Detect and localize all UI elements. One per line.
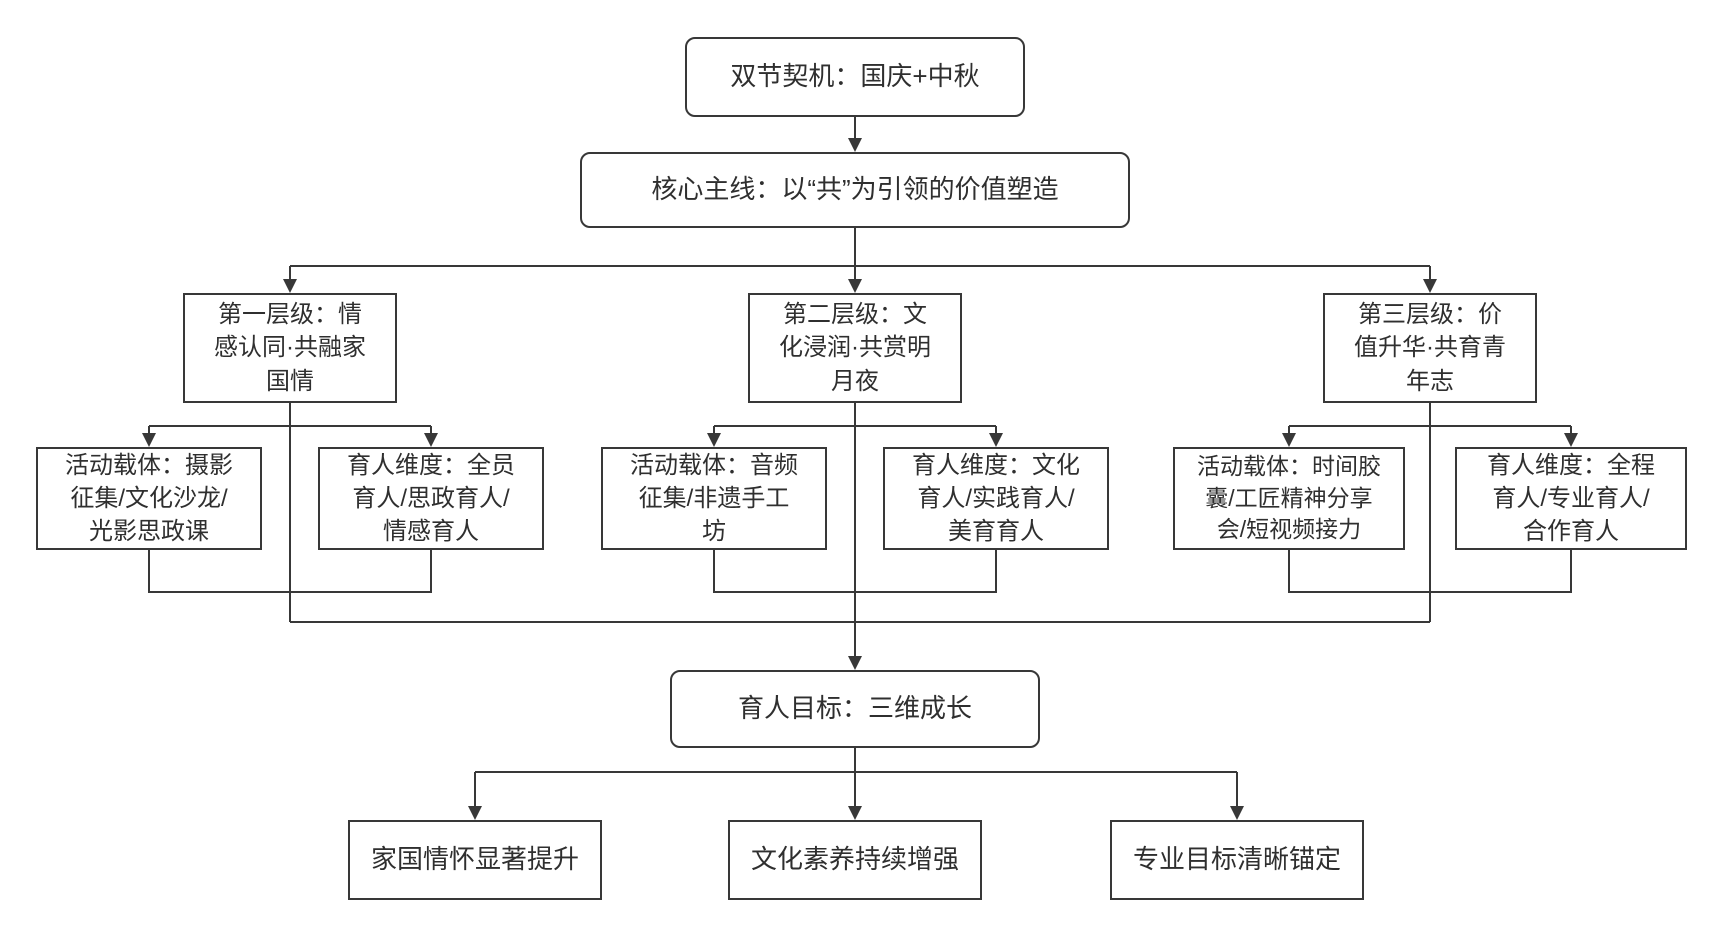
node-carrier3-label: 活动载体：时间胶 囊/工匠精神分享 会/短视频接力	[1197, 452, 1381, 543]
node-goal: 育人目标：三维成长	[670, 670, 1040, 748]
node-goal-label: 育人目标：三维成长	[737, 693, 972, 724]
node-level3: 第三层级：价 值升华·共育青 年志	[1323, 293, 1537, 403]
node-dimension3-label: 育人维度：全程 育人/专业育人/ 合作育人	[1487, 451, 1655, 546]
node-dimension1-label: 育人维度：全员 育人/思政育人/ 情感育人	[347, 451, 515, 546]
node-trigger: 双节契机：国庆+中秋	[685, 37, 1025, 117]
node-dimension1: 育人维度：全员 育人/思政育人/ 情感育人	[318, 447, 544, 550]
node-outcome3-label: 专业目标清晰锚定	[1132, 844, 1341, 875]
node-carrier2-label: 活动载体：音频 征集/非遗手工 坊	[630, 451, 798, 546]
node-dimension2: 育人维度：文化 育人/实践育人/ 美育育人	[883, 447, 1109, 550]
node-carrier3: 活动载体：时间胶 囊/工匠精神分享 会/短视频接力	[1173, 447, 1405, 550]
node-level3-label: 第三层级：价 值升华·共育青 年志	[1354, 301, 1506, 395]
node-carrier1-label: 活动载体：摄影 征集/文化沙龙/ 光影思政课	[65, 451, 233, 546]
node-mainline-label: 核心主线：以“共”为引领的价值塑造	[651, 174, 1059, 205]
node-outcome2-label: 文化素养持续增强	[750, 844, 959, 875]
node-outcome2: 文化素养持续增强	[728, 820, 982, 900]
node-level1: 第一层级：情 感认同·共融家 国情	[183, 293, 397, 403]
node-dimension3: 育人维度：全程 育人/专业育人/ 合作育人	[1455, 447, 1687, 550]
node-outcome1-label: 家国情怀显著提升	[370, 844, 579, 875]
node-carrier2: 活动载体：音频 征集/非遗手工 坊	[601, 447, 827, 550]
node-trigger-label: 双节契机：国庆+中秋	[730, 61, 980, 92]
node-outcome1: 家国情怀显著提升	[348, 820, 602, 900]
node-level2-label: 第二层级：文 化浸润·共赏明 月夜	[779, 301, 931, 395]
node-carrier1: 活动载体：摄影 征集/文化沙龙/ 光影思政课	[36, 447, 262, 550]
node-dimension2-label: 育人维度：文化 育人/实践育人/ 美育育人	[912, 451, 1080, 546]
node-level1-label: 第一层级：情 感认同·共融家 国情	[214, 301, 366, 395]
node-outcome3: 专业目标清晰锚定	[1110, 820, 1364, 900]
node-mainline: 核心主线：以“共”为引领的价值塑造	[580, 152, 1130, 228]
node-level2: 第二层级：文 化浸润·共赏明 月夜	[748, 293, 962, 403]
